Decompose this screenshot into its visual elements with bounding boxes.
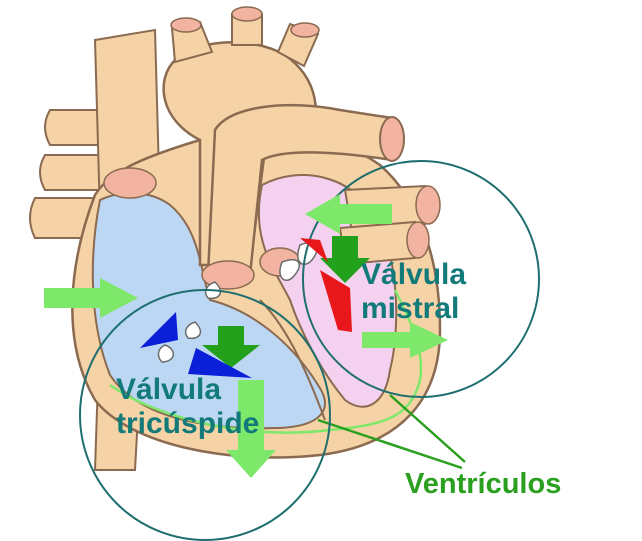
pulmonary-artery-opening (379, 116, 405, 162)
interventricular-septum (259, 299, 326, 421)
tricuspid-callout-circle (79, 289, 331, 541)
mitral-callout-circle (302, 160, 540, 398)
arrow-icon (44, 194, 448, 478)
pulmonary-vein-openings (406, 185, 441, 259)
right-atrium-ventricle (91, 192, 326, 430)
mitral-valve-label-line1: Válvula (361, 258, 467, 291)
vena-cava-openings (103, 167, 157, 199)
tricuspid-valve-label-line2: tricúspide (116, 406, 260, 440)
ventricles-label: Ventrículos (405, 468, 562, 500)
aortic-branches (170, 13, 320, 68)
mitral-valve-label-line2: mistral (361, 291, 460, 325)
mitral-valve-label: Válvula mistral (361, 258, 466, 325)
aortic-branch-openings (170, 6, 320, 38)
tricuspid-valve-label: Válvula tricúspide (116, 373, 259, 440)
tricuspid-valve-label-line1: Válvula (116, 373, 222, 406)
